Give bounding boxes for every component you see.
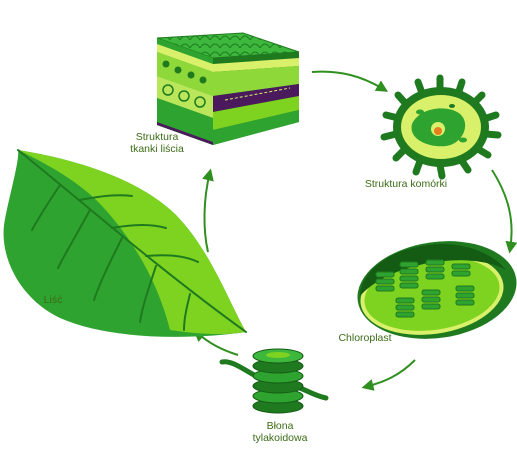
label-tissue-line-2: tkanki liścia <box>112 143 202 155</box>
label-leaf-tissue-structure: Struktura tkanki liścia <box>112 131 202 155</box>
label-tissue-line-1: Struktura <box>112 131 202 143</box>
leaf-tissue-cube-illustration <box>157 33 299 145</box>
arrow-tissue-to-cell <box>312 72 385 90</box>
label-chloroplast: Chloroplast <box>330 332 400 344</box>
leaf-illustration <box>4 150 246 337</box>
arrow-cell-to-chloroplast <box>492 170 512 250</box>
plant-cell-illustration <box>384 78 498 176</box>
label-thylakoid-line-2: tylakoidowa <box>240 432 320 444</box>
label-leaf: Liść <box>38 294 68 306</box>
label-thylakoid-line-1: Błona <box>240 420 320 432</box>
arrow-chloroplast-to-thylakoid <box>365 360 415 387</box>
arrow-leaf-to-tissue <box>204 172 210 252</box>
label-thylakoid-membrane: Błona tylakoidowa <box>240 420 320 444</box>
label-cell-structure: Struktura komórki <box>356 178 456 190</box>
thylakoid-membrane-illustration <box>222 349 326 413</box>
